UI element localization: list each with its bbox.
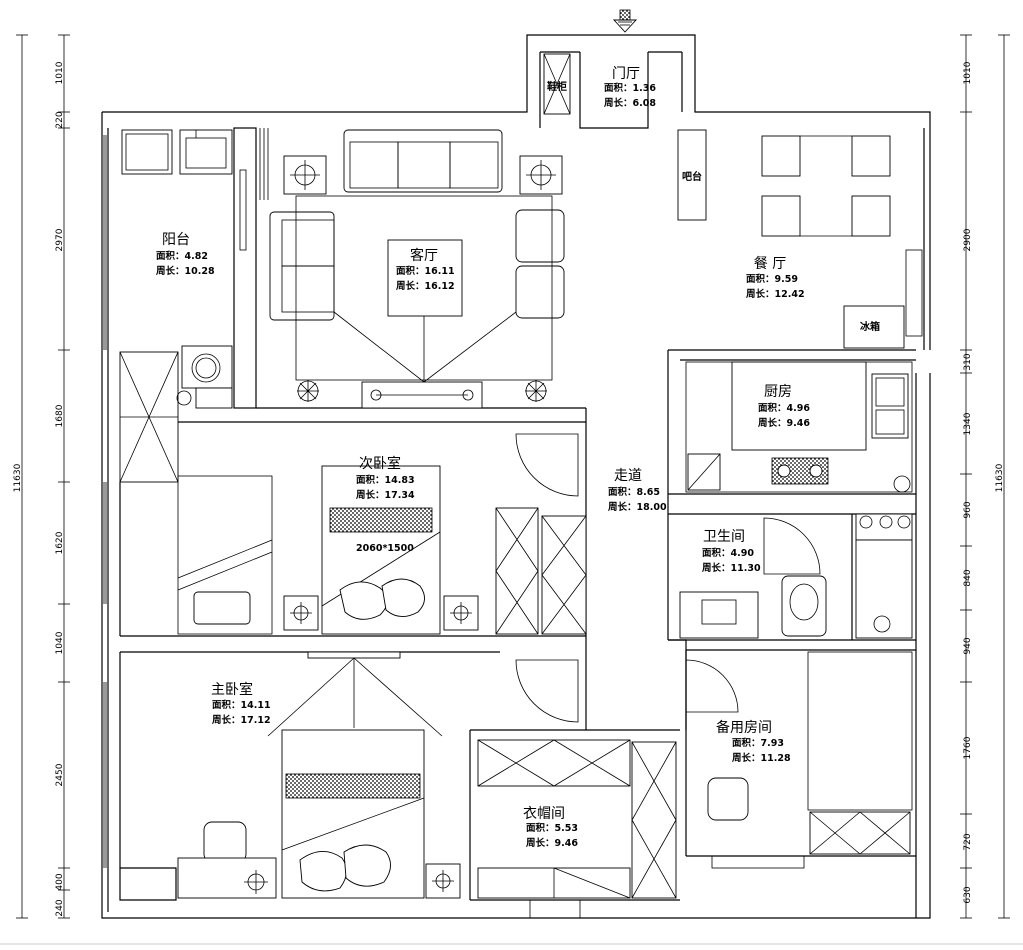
- outer-walls: [101, 34, 931, 919]
- bathroom-area: 面积：4.90: [702, 547, 754, 559]
- right-dim-10: 630: [963, 886, 973, 903]
- master-perimeter: 周长：17.12: [212, 714, 271, 726]
- spare-name: 备用房间: [716, 719, 772, 736]
- left-dim-9: 400: [55, 873, 65, 890]
- corridor-name: 走道: [614, 468, 642, 484]
- interior-walls: [119, 127, 916, 919]
- left-windows: [103, 135, 107, 868]
- dining-area: 面积：9.59: [746, 273, 798, 285]
- balcony-name: 阳台: [162, 232, 190, 248]
- left-dim-total: 11630: [13, 463, 23, 492]
- closet-perimeter: 周长：9.46: [526, 837, 578, 849]
- living-label-box: [387, 239, 463, 317]
- shoe-cabinet-label: 鞋柜: [547, 80, 567, 93]
- bedroom2-area: 面积：14.83: [356, 474, 415, 486]
- bar-counter: 吧台: [677, 129, 707, 221]
- spare-area: 面积：7.93: [732, 737, 784, 749]
- left-dim-4: 1680: [55, 404, 65, 427]
- right-dim-3: 310: [963, 353, 973, 370]
- bedroom2-furniture: [177, 433, 587, 635]
- balcony-area: 面积：4.82: [156, 250, 208, 262]
- fridge: 冰箱: [843, 305, 905, 349]
- dining-perimeter: 周长：12.42: [746, 288, 805, 300]
- shoe-cabinet: 鞋柜: [543, 53, 571, 115]
- left-dim-5: 1620: [55, 531, 65, 554]
- right-dimension-line: [960, 34, 1010, 919]
- foyer-area: 面积：1.36: [604, 82, 656, 94]
- left-dim-8: 240: [55, 899, 65, 916]
- entrance-arrow-icon: [612, 9, 638, 33]
- dining-name: 餐 厅: [754, 256, 786, 272]
- kitchen-perimeter: 周长：9.46: [758, 417, 810, 429]
- bathroom-fixtures: [679, 513, 913, 639]
- left-dim-3: 2970: [55, 228, 65, 251]
- right-dim-total: 11630: [995, 463, 1005, 492]
- right-dim-5: 960: [963, 501, 973, 518]
- closet-name: 衣帽间: [523, 806, 565, 822]
- bedroom2-perimeter: 周长：17.34: [356, 489, 415, 501]
- bathroom-name: 卫生间: [703, 529, 745, 545]
- kitchen-area: 面积：4.96: [758, 402, 810, 414]
- left-dim-2: 220: [55, 111, 65, 128]
- dining-table: [761, 135, 923, 337]
- bedroom2-name: 次卧室: [359, 455, 401, 472]
- bed-size-label: 2060*1500: [356, 543, 414, 554]
- living-room-furniture: [259, 128, 565, 409]
- corridor-area: 面积：8.65: [608, 486, 660, 498]
- bathroom-perimeter: 周长：11.30: [702, 562, 761, 574]
- balcony-perimeter: 周长：10.28: [156, 265, 215, 277]
- closet-area: 面积：5.53: [526, 822, 578, 834]
- spare-perimeter: 周长：11.28: [732, 752, 791, 764]
- fridge-label: 冰箱: [860, 320, 880, 333]
- right-dim-8: 1760: [963, 736, 973, 759]
- corridor-perimeter: 周长：18.00: [608, 501, 667, 513]
- master-bedroom-furniture: [177, 651, 579, 899]
- living-name: 客厅: [410, 247, 438, 264]
- left-dimension-line: [16, 34, 70, 919]
- bar-label: 吧台: [682, 170, 702, 183]
- spare-room-furniture: [685, 651, 913, 855]
- living-perimeter: 周长：16.12: [396, 280, 455, 292]
- master-area: 面积：14.11: [212, 699, 271, 711]
- living-area: 面积：16.11: [396, 265, 455, 277]
- foyer-name: 门厅: [612, 66, 640, 82]
- kitchen-name: 厨房: [764, 384, 792, 400]
- right-dim-9: 720: [963, 833, 973, 850]
- closet-cabinets: [477, 739, 677, 899]
- balcony-furniture: [121, 129, 247, 409]
- left-dim-6: 1040: [55, 631, 65, 654]
- right-dim-1: 1010: [963, 61, 973, 84]
- left-dim-1: 1010: [55, 61, 65, 84]
- right-dim-4: 1340: [963, 412, 973, 435]
- right-dim-2: 2900: [963, 228, 973, 251]
- foyer-perimeter: 周长：6.08: [604, 97, 656, 109]
- right-dim-6: 840: [963, 569, 973, 586]
- right-dim-7: 940: [963, 637, 973, 654]
- master-name: 主卧室: [211, 681, 253, 698]
- left-dim-7: 2450: [55, 763, 65, 786]
- kitchen-fixtures: [685, 361, 913, 493]
